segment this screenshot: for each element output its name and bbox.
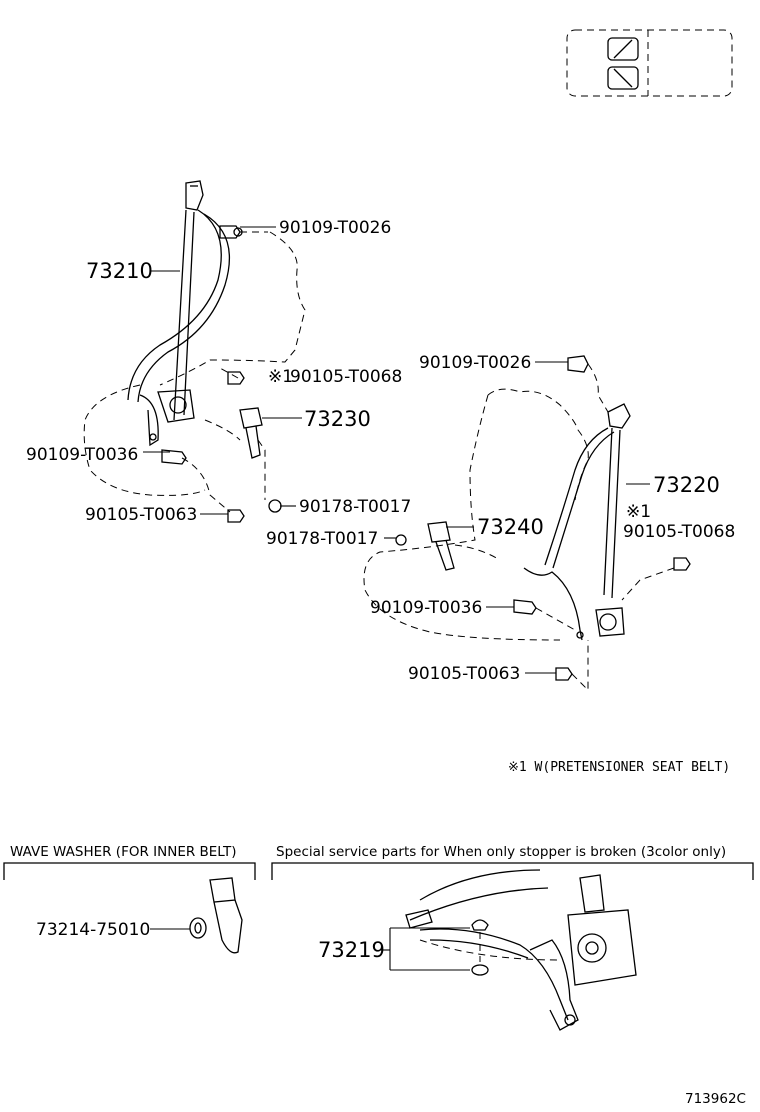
bolt-90105-T0068-left — [227, 371, 245, 385]
section-title-wave-washer: WAVE WASHER (FOR INNER BELT) — [10, 844, 236, 860]
buckle-73230 — [239, 407, 263, 459]
label-90109-T0036-left[interactable]: 90109-T0036 — [26, 445, 138, 465]
note-mark-left: ※1 — [268, 367, 293, 387]
figure-id: 713962C — [685, 1091, 746, 1107]
left-seat-outline — [83, 231, 306, 496]
bolt-90109-T0026-right — [567, 355, 589, 373]
label-90105-T0068-left[interactable]: 90105-T0068 — [290, 367, 402, 387]
label-90105-T0068-right[interactable]: 90105-T0068 — [623, 522, 735, 542]
note-mark-right: ※1 — [626, 502, 651, 522]
label-90105-T0063-right[interactable]: 90105-T0063 — [408, 664, 520, 684]
label-73219[interactable]: 73219 — [318, 938, 385, 962]
label-90109-T0026-right[interactable]: 90109-T0026 — [419, 353, 531, 373]
bolt-90109-T0036-right — [513, 599, 537, 615]
leader-73219 — [380, 927, 470, 971]
label-90178-T0017-right[interactable]: 90178-T0017 — [266, 529, 378, 549]
leader-lines — [143, 226, 650, 674]
section-title-special-service: Special service parts for When only stop… — [276, 844, 726, 860]
label-73230[interactable]: 73230 — [304, 407, 371, 431]
nut-90178-T0017-left — [268, 499, 282, 513]
label-73210[interactable]: 73210 — [86, 259, 153, 283]
label-90109-T0036-right[interactable]: 90109-T0036 — [370, 598, 482, 618]
label-73240[interactable]: 73240 — [477, 515, 544, 539]
seat-location-inset — [566, 29, 733, 97]
pretensioner-footnote: ※1 W(PRETENSIONER SEAT BELT) — [508, 760, 730, 775]
right-seat-belt-73220 — [523, 403, 631, 641]
bolt-90109-T0036-left — [161, 449, 187, 465]
label-90109-T0026-left[interactable]: 90109-T0026 — [279, 218, 391, 238]
label-73214-75010[interactable]: 73214-75010 — [36, 920, 150, 940]
bolt-90105-T0068-right — [673, 557, 691, 571]
bolt-90105-T0063-left — [227, 509, 245, 523]
label-90105-T0063-left[interactable]: 90105-T0063 — [85, 505, 197, 525]
bolt-90105-T0063-right — [555, 667, 573, 681]
buckle-73240 — [427, 521, 455, 571]
label-90178-T0017-left[interactable]: 90178-T0017 — [299, 497, 411, 517]
right-seat-outline — [363, 388, 589, 641]
label-73220[interactable]: 73220 — [653, 473, 720, 497]
nut-90178-T0017-right — [395, 534, 407, 546]
wave-washer-assembly — [189, 877, 243, 954]
left-seat-belt-73210 — [127, 180, 231, 447]
stopper-retractor-assembly — [405, 869, 637, 1031]
